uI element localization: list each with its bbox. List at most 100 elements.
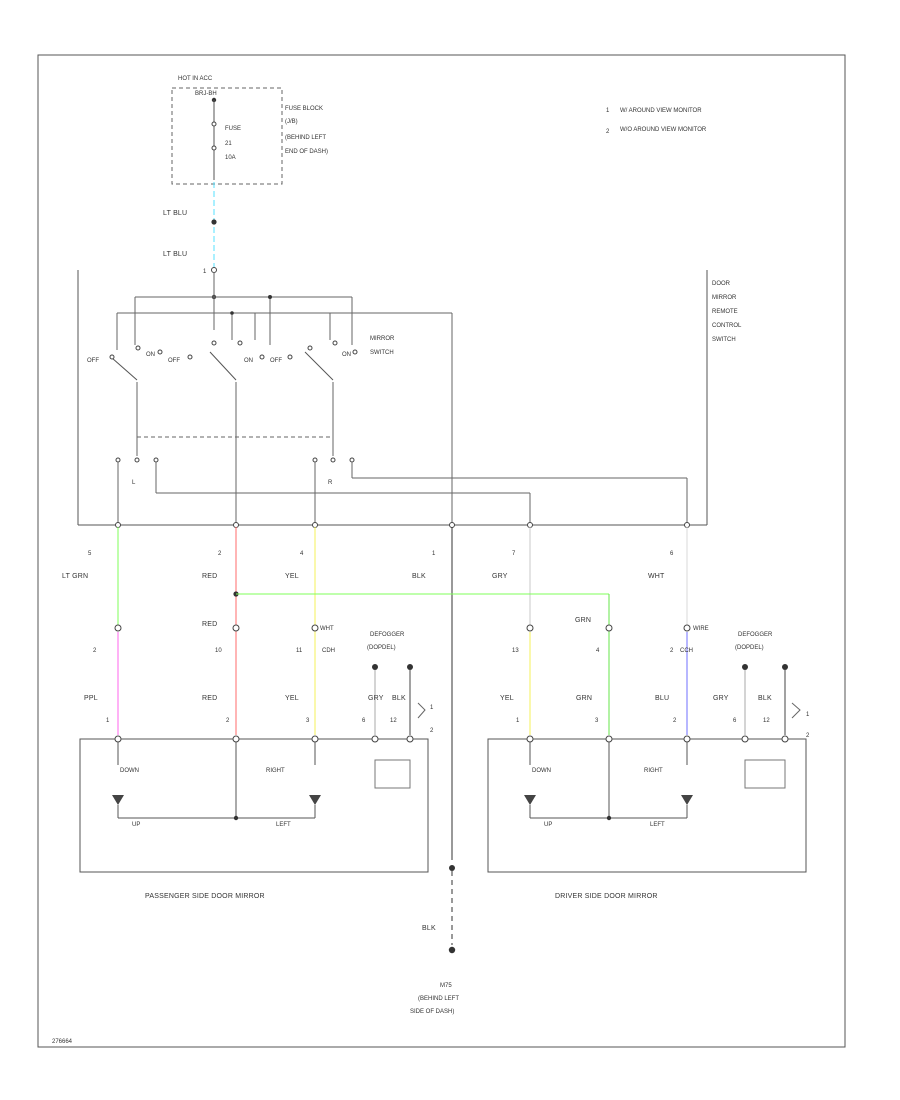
legend-item-2: W/O AROUND VIEW MONITOR bbox=[620, 127, 707, 133]
svg-text:L: L bbox=[132, 480, 136, 486]
svg-text:RED: RED bbox=[202, 621, 217, 628]
legend: 1 W/ AROUND VIEW MONITOR 2 W/O AROUND VI… bbox=[606, 108, 707, 135]
svg-text:12: 12 bbox=[763, 718, 770, 724]
svg-text:RED: RED bbox=[202, 573, 217, 580]
svg-text:4: 4 bbox=[596, 648, 600, 654]
svg-text:R: R bbox=[328, 480, 333, 486]
svg-text:BLU: BLU bbox=[655, 695, 669, 702]
colored-wires: 2 PPL RED 10 RED WHT 11 CDH YEL 13 YEL G… bbox=[84, 527, 709, 860]
svg-text:DEFOGGER: DEFOGGER bbox=[738, 632, 773, 638]
lr-selector: L R bbox=[115, 457, 688, 525]
svg-text:10: 10 bbox=[215, 648, 222, 654]
svg-text:3: 3 bbox=[306, 718, 310, 724]
svg-text:12: 12 bbox=[390, 718, 397, 724]
svg-text:1: 1 bbox=[516, 718, 520, 724]
svg-text:2: 2 bbox=[93, 648, 97, 654]
svg-text:ON: ON bbox=[342, 352, 351, 358]
wire-label-lt-blu-1: LT BLU bbox=[163, 210, 187, 217]
remote-switch-line-1: DOOR bbox=[712, 281, 731, 287]
svg-text:OFF: OFF bbox=[87, 358, 99, 364]
svg-text:1: 1 bbox=[806, 712, 810, 718]
svg-text:GRY: GRY bbox=[713, 695, 729, 702]
svg-text:1: 1 bbox=[606, 108, 610, 114]
svg-text:BLK: BLK bbox=[392, 695, 406, 702]
remote-pin-labels: 5 LT GRN 2 RED 4 YEL 1 BLK 7 GRY 6 WHT bbox=[62, 551, 674, 580]
fuse-block-line-4: END OF DASH) bbox=[285, 149, 328, 155]
driver-mirror-title: DRIVER SIDE DOOR MIRROR bbox=[555, 893, 658, 900]
svg-text:2: 2 bbox=[430, 728, 434, 734]
svg-text:2: 2 bbox=[226, 718, 230, 724]
svg-text:1: 1 bbox=[432, 551, 436, 557]
svg-text:11: 11 bbox=[296, 648, 303, 654]
legend-item-1: W/ AROUND VIEW MONITOR bbox=[620, 108, 702, 114]
fuse-block: HOT IN ACC BRJ-BH FUSE 21 10A FUSE BLOCK… bbox=[171, 76, 328, 185]
svg-text:SIDE OF DASH): SIDE OF DASH) bbox=[410, 1009, 454, 1015]
svg-text:ON: ON bbox=[244, 358, 253, 364]
ground: BLK M75 (BEHIND LEFT SIDE OF DASH) bbox=[410, 865, 459, 1015]
svg-text:WHT: WHT bbox=[320, 626, 334, 632]
svg-text:LEFT: LEFT bbox=[276, 822, 291, 828]
fuse-line-3: 10A bbox=[225, 155, 236, 161]
remote-switch-line-5: SWITCH bbox=[712, 337, 736, 343]
mirror-switch-line-1: MIRROR bbox=[370, 336, 395, 342]
svg-text:BLK: BLK bbox=[412, 573, 426, 580]
svg-text:OFF: OFF bbox=[168, 358, 180, 364]
fuse-line-1: FUSE bbox=[225, 126, 241, 132]
defogger-left: DEFOGGER (DOPDEL) GRY BLK 1 2 bbox=[367, 632, 434, 735]
passenger-mirror-title: PASSENGER SIDE DOOR MIRROR bbox=[145, 893, 265, 900]
svg-text:13: 13 bbox=[512, 648, 519, 654]
bus-label: BRJ-BH bbox=[195, 91, 217, 97]
svg-text:DEFOGGER: DEFOGGER bbox=[370, 632, 405, 638]
svg-text:OFF: OFF bbox=[270, 358, 282, 364]
passenger-door-mirror: 1 2 3 6 12 DOWN RIGHT UP LEFT PASSENGER … bbox=[79, 718, 429, 900]
svg-text:4: 4 bbox=[300, 551, 304, 557]
svg-text:GRN: GRN bbox=[576, 695, 592, 702]
fuse-block-line-3: (BEHIND LEFT bbox=[285, 135, 326, 141]
svg-text:1: 1 bbox=[106, 718, 110, 724]
fuse-block-line-1: FUSE BLOCK bbox=[285, 106, 323, 112]
svg-text:CDH: CDH bbox=[322, 648, 335, 654]
svg-text:1: 1 bbox=[430, 705, 434, 711]
svg-text:2: 2 bbox=[606, 129, 610, 135]
svg-text:2: 2 bbox=[218, 551, 222, 557]
svg-text:PPL: PPL bbox=[84, 695, 98, 702]
wire-label-lt-blu-2: LT BLU bbox=[163, 251, 187, 258]
svg-text:RIGHT: RIGHT bbox=[644, 768, 663, 774]
remote-switch-line-4: CONTROL bbox=[712, 323, 742, 329]
svg-text:6: 6 bbox=[733, 718, 737, 724]
svg-text:6: 6 bbox=[362, 718, 366, 724]
fuse-block-line-2: (J/B) bbox=[285, 119, 298, 125]
svg-text:2: 2 bbox=[673, 718, 677, 724]
remote-control-switch: DOOR MIRROR REMOTE CONTROL SWITCH OFF ON bbox=[77, 270, 742, 528]
svg-text:WIRE: WIRE bbox=[693, 626, 709, 632]
lt-blu-wire: LT BLU LT BLU 1 bbox=[163, 182, 217, 275]
svg-text:DOWN: DOWN bbox=[532, 768, 551, 774]
svg-text:UP: UP bbox=[132, 822, 140, 828]
svg-text:YEL: YEL bbox=[285, 573, 299, 580]
svg-text:BLK: BLK bbox=[422, 925, 436, 932]
svg-text:2: 2 bbox=[806, 733, 810, 739]
svg-text:M75: M75 bbox=[440, 983, 452, 989]
svg-text:(BEHIND LEFT: (BEHIND LEFT bbox=[418, 996, 459, 1002]
mirror-switch-line-2: SWITCH bbox=[370, 350, 394, 356]
svg-text:YEL: YEL bbox=[500, 695, 514, 702]
svg-text:7: 7 bbox=[512, 551, 516, 557]
driver-door-mirror: 1 3 2 6 12 DOWN RIGHT UP LEFT DRIVER SID… bbox=[487, 718, 807, 900]
svg-text:6: 6 bbox=[670, 551, 674, 557]
mirror-switch-contacts: OFF ON OFF ON OFF ON MIRROR SWITCH bbox=[87, 336, 395, 381]
svg-text:(DOPDEL): (DOPDEL) bbox=[367, 645, 396, 651]
footer-code: 276664 bbox=[52, 1039, 73, 1045]
svg-text:YEL: YEL bbox=[285, 695, 299, 702]
hot-label: HOT IN ACC bbox=[178, 76, 213, 82]
defogger-right: DEFOGGER (DOPDEL) GRY BLK 1 2 bbox=[713, 632, 810, 739]
svg-text:5: 5 bbox=[88, 551, 92, 557]
svg-text:3: 3 bbox=[595, 718, 599, 724]
fuse-line-2: 21 bbox=[225, 141, 232, 147]
svg-text:WHT: WHT bbox=[648, 573, 665, 580]
svg-text:(DOPDEL): (DOPDEL) bbox=[735, 645, 764, 651]
svg-text:ON: ON bbox=[146, 352, 155, 358]
svg-text:LEFT: LEFT bbox=[650, 822, 665, 828]
svg-text:LT GRN: LT GRN bbox=[62, 573, 88, 580]
svg-text:2: 2 bbox=[670, 648, 674, 654]
